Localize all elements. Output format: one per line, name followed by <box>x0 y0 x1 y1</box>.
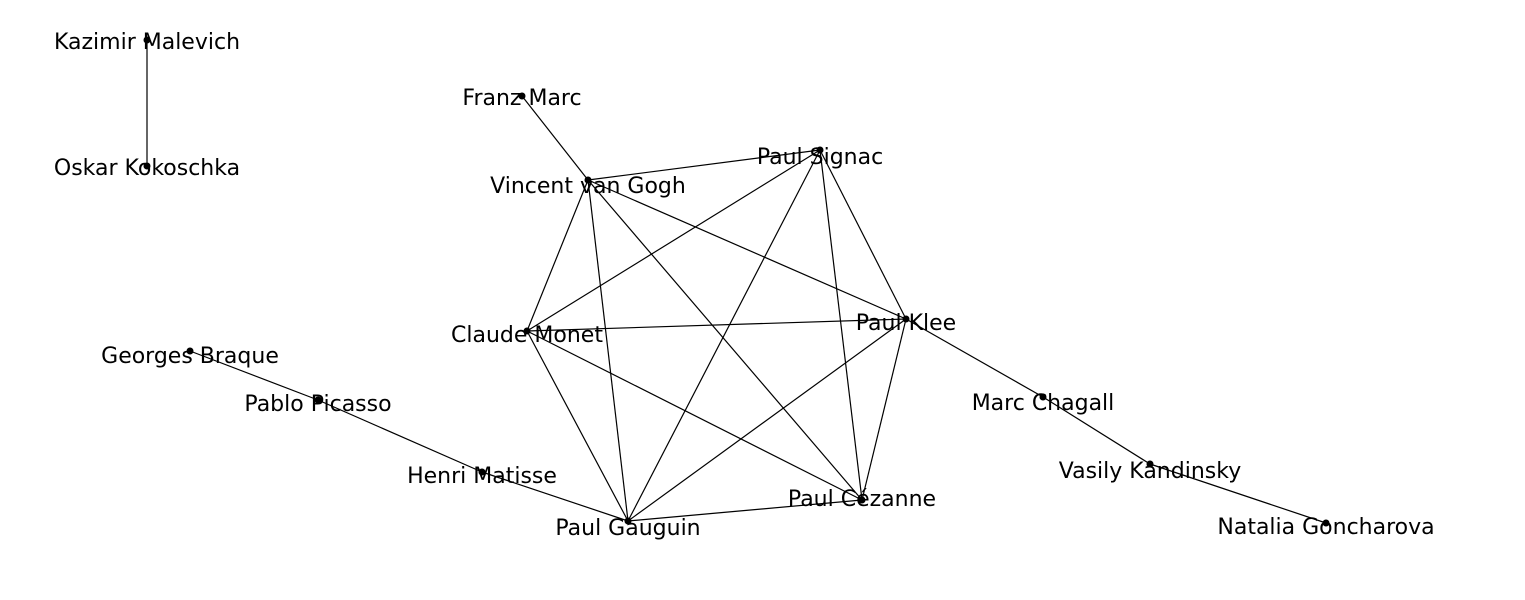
edge-vangogh-monet <box>526 179 589 332</box>
edge-signac-cezanne <box>819 149 863 501</box>
edge-monet-cezanne <box>526 330 863 501</box>
node-braque <box>186 347 194 355</box>
edge-vangogh-gauguin <box>587 179 629 522</box>
node-label-vangogh: Vincent van Gogh <box>490 174 686 199</box>
node-picasso <box>314 396 322 404</box>
node-label-klee: Paul Klee <box>856 311 956 336</box>
node-label-kokoschka: Oskar Kokoschka <box>54 156 240 181</box>
edge-klee-gauguin <box>627 318 907 522</box>
node-label-chagall: Marc Chagall <box>972 391 1115 416</box>
node-label-marc: Franz Marc <box>462 86 581 111</box>
node-kokoschka <box>143 162 151 170</box>
edge-klee-cezanne <box>861 318 907 501</box>
edges-layer <box>146 40 1327 524</box>
edge-braque-picasso <box>189 350 319 401</box>
edge-kandinsky-goncharova <box>1149 463 1327 524</box>
node-label-kandinsky: Vasily Kandinsky <box>1059 459 1241 484</box>
node-goncharova <box>1322 519 1330 527</box>
node-vangogh <box>584 176 592 184</box>
edge-signac-klee <box>819 149 907 320</box>
node-label-monet: Claude Monet <box>451 323 603 348</box>
node-label-cezanne: Paul Cézanne <box>788 487 936 512</box>
node-label-matisse: Henri Matisse <box>407 464 557 489</box>
node-label-braque: Georges Braque <box>101 344 279 369</box>
edge-gauguin-cezanne <box>627 499 863 522</box>
node-label-malevich: Kazimir Malevich <box>54 30 240 55</box>
edge-signac-gauguin <box>627 149 821 522</box>
nodes-layer <box>143 36 1330 527</box>
edge-marc-vangogh <box>521 95 589 181</box>
node-klee <box>902 315 910 323</box>
edge-matisse-gauguin <box>481 471 629 522</box>
node-label-goncharova: Natalia Goncharova <box>1217 515 1434 540</box>
node-marc <box>518 92 526 100</box>
edge-signac-monet <box>526 149 821 332</box>
node-malevich <box>143 36 151 44</box>
edge-klee-chagall <box>905 318 1044 398</box>
node-monet <box>523 327 531 335</box>
edge-vangogh-signac <box>587 149 821 181</box>
edge-monet-gauguin <box>526 330 629 522</box>
node-kandinsky <box>1146 460 1154 468</box>
edge-vangogh-klee <box>587 179 907 320</box>
edge-chagall-kandinsky <box>1042 396 1151 465</box>
edge-monet-klee <box>526 318 907 332</box>
node-chagall <box>1039 393 1047 401</box>
node-cezanne <box>858 496 866 504</box>
node-signac <box>816 146 824 154</box>
node-matisse <box>478 468 486 476</box>
node-label-picasso: Pablo Picasso <box>244 392 391 417</box>
edge-vangogh-cezanne <box>587 179 863 501</box>
node-gauguin <box>624 517 632 525</box>
node-label-signac: Paul Signac <box>757 145 883 170</box>
node-label-gauguin: Paul Gauguin <box>555 516 700 541</box>
edge-picasso-matisse <box>317 399 483 473</box>
